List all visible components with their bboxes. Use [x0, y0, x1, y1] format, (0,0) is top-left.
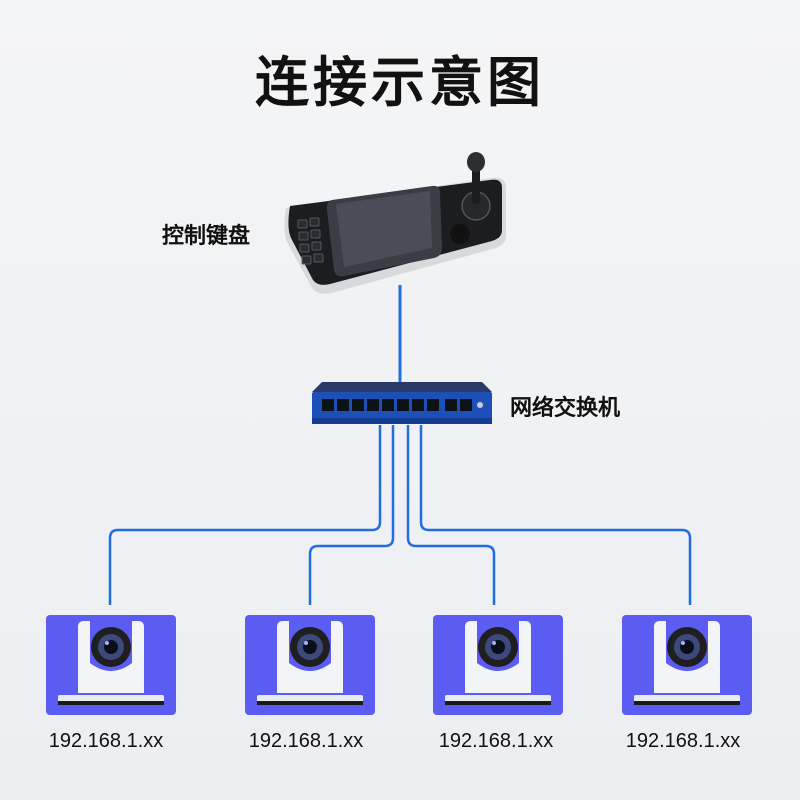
camera-ip-label-4: 192.168.1.xx [608, 730, 758, 753]
ptz-camera-icon [433, 615, 563, 715]
network-switch-label: 网络交换机 [510, 390, 620, 422]
camera-panel-2 [245, 615, 375, 715]
camera-panel-4 [622, 615, 752, 715]
camera-ip-label-2: 192.168.1.xx [231, 730, 381, 753]
control-keyboard-label: 控制键盘 [162, 218, 250, 250]
camera-panel-3 [433, 615, 563, 715]
control-keyboard-icon [284, 152, 506, 294]
camera-ip-label-1: 192.168.1.xx [31, 730, 181, 753]
ptz-camera-icon [622, 615, 752, 715]
camera-panel-1 [46, 615, 176, 715]
camera-ip-label-3: 192.168.1.xx [421, 730, 571, 753]
ptz-camera-icon [46, 615, 176, 715]
wire-camera-1 [110, 425, 380, 605]
ptz-camera-icon [245, 615, 375, 715]
wire-camera-4 [421, 425, 690, 605]
network-switch-icon [312, 382, 492, 424]
